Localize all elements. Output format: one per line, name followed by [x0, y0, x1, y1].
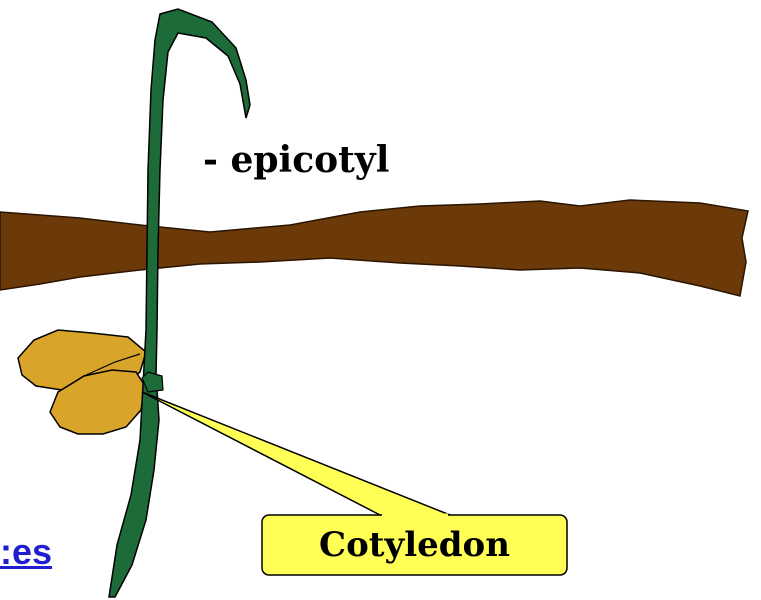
section-heading-fragment[interactable]: es: — [0, 532, 88, 572]
epicotyl-stem — [109, 9, 250, 597]
epicotyl-label: - epicotyl — [203, 142, 389, 178]
cotyledon-label: Cotyledon — [262, 515, 567, 575]
callout-pointer — [142, 392, 450, 515]
soil-layer — [0, 200, 748, 296]
